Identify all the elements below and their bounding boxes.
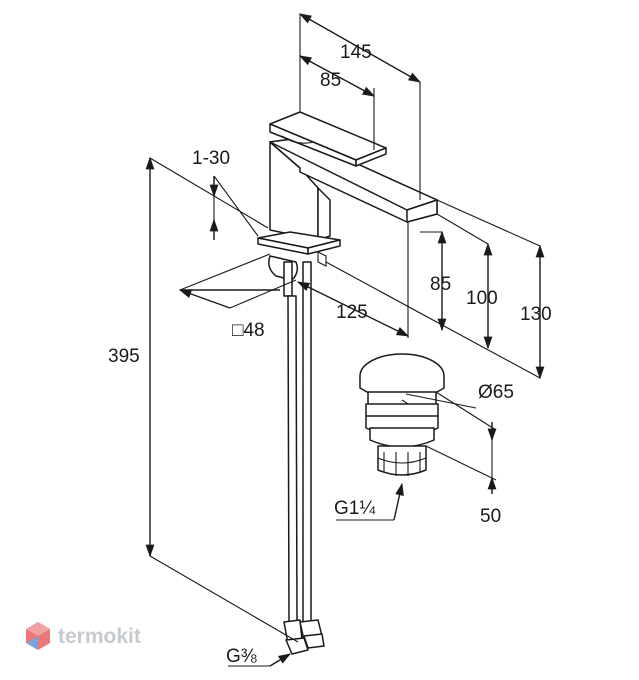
dim-hose-thread: G⅜ xyxy=(226,646,257,667)
supply-hose xyxy=(287,295,298,623)
faucet-base-plate-side xyxy=(307,239,341,255)
dim-395: 395 xyxy=(108,346,140,367)
dim-50: 50 xyxy=(480,506,501,527)
dim-base-size: □48 xyxy=(232,320,265,341)
dim-waste-thread: G1¼ xyxy=(334,498,376,519)
waste-valve-drawing xyxy=(359,353,445,476)
dimension-labels: 145 85 1-30 395 □48 125 85 100 130 Ø65 5… xyxy=(108,42,552,667)
dim-100: 100 xyxy=(466,288,498,309)
faucet-body-side xyxy=(317,187,331,241)
waste-thread xyxy=(377,445,427,476)
watermark-text: termokit xyxy=(58,625,141,648)
watermark: termokit xyxy=(26,622,141,650)
dim-130: 130 xyxy=(520,304,552,325)
faucet-lever-side xyxy=(355,147,387,167)
dim-diameter-65: Ø65 xyxy=(478,382,514,403)
dim-1-30: 1-30 xyxy=(192,148,230,169)
dim-145: 145 xyxy=(340,42,372,63)
watermark-logo-icon xyxy=(26,622,50,650)
dimension-lines xyxy=(145,13,545,667)
faucet-fixing-nut xyxy=(268,255,299,281)
dim-85-lever: 85 xyxy=(320,70,341,91)
supply-hose-2 xyxy=(302,261,312,623)
faucet-drawing xyxy=(257,111,438,655)
dim-125: 125 xyxy=(336,302,368,323)
dim-85-height: 85 xyxy=(430,274,451,295)
